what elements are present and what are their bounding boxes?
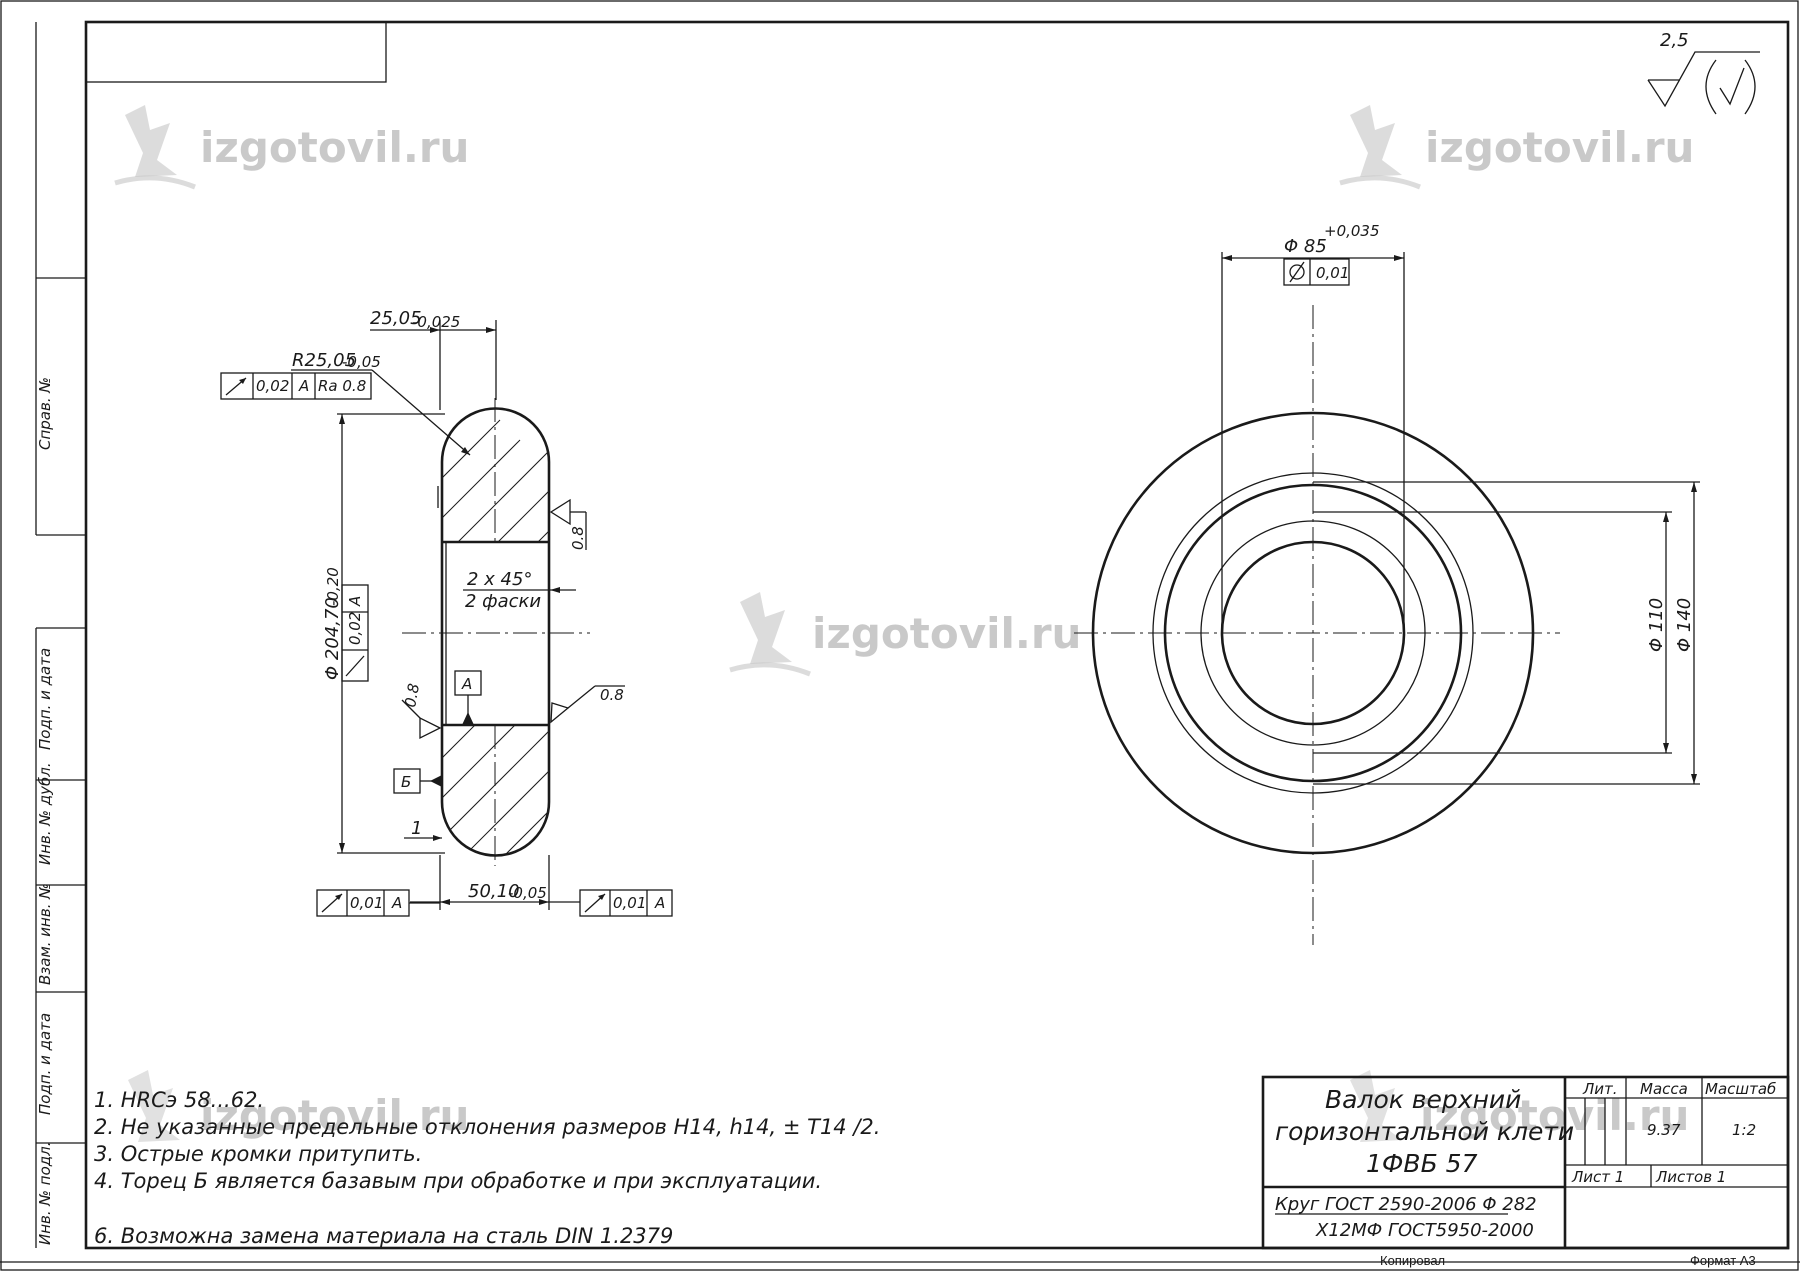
watermark-logo-icon — [114, 105, 196, 190]
watermark-text: izgotovil.ru — [812, 609, 1081, 658]
runout-bottom-left-value: 0,01 — [350, 894, 383, 912]
runout-frame-top: 0,02 A Ra 0.8 — [220, 372, 372, 400]
title-sheet-label: Лист 1 — [1571, 1168, 1624, 1186]
watermark-text: izgotovil.ru — [1425, 123, 1694, 172]
label-podp-data-2: Подп. и дата — [36, 1013, 54, 1115]
title-scale-label: Масштаб — [1705, 1080, 1776, 1098]
title-format: Формат А3 — [1690, 1253, 1756, 1268]
dim-bore-tol: +0,035 — [1324, 222, 1380, 240]
watermark-logo-icon — [1339, 105, 1421, 190]
runout-top-datum: A — [298, 377, 309, 395]
rough-left-value: 0.8 — [401, 682, 423, 709]
watermark-text: izgotovil.ru — [1420, 1091, 1689, 1140]
title-block: Валок верхний горизонтальной клети 1ФВБ … — [1261, 1075, 1790, 1268]
runout-top-ra: Ra 0.8 — [318, 377, 366, 395]
label-inv-podl: Инв. № подл. — [36, 1142, 54, 1245]
left-strip-labels: Справ. № Подп. и дата Инв. № дубл. Взам.… — [36, 377, 54, 1245]
chamfer-line1: 2 x 45° — [467, 569, 532, 590]
datum-b-marker: Б — [393, 768, 442, 794]
watermark-logo-icon — [128, 1070, 180, 1142]
dim-small: 1 — [411, 818, 422, 839]
technical-notes: 1. HRCэ 58...62. 2. Не указанные предель… — [94, 1088, 880, 1248]
watermark-group: izgotovil.ru izgotovil.ru izgotovil.ru i… — [114, 105, 1694, 1142]
runout-diameter-value: 0,02 — [346, 612, 364, 645]
roughness-value: 2,5 — [1660, 30, 1689, 51]
title-material-line1: Круг ГОСТ 2590-2006 Φ 282 — [1275, 1194, 1537, 1215]
label-inv-dubl: Инв. № дубл. — [36, 762, 54, 865]
dim-radius-tol: -0,05 — [342, 353, 381, 371]
dim-width-tol: -0,025 — [412, 313, 460, 331]
roughness-symbol-right-bottom: 0.8 — [550, 685, 625, 724]
watermark-logo-icon — [729, 592, 811, 677]
title-scale-value: 1:2 — [1732, 1121, 1756, 1139]
runout-bottom-right-value: 0,01 — [613, 894, 646, 912]
dim-width: 25,05 — [370, 308, 422, 329]
dim-radius: R25,05 — [292, 350, 356, 371]
runout-frame-bottom-right: 0,01 A — [579, 889, 673, 917]
dim-bottom: 50,10 — [468, 881, 520, 902]
runout-diameter-datum: A — [346, 596, 364, 607]
section-view: 25,05 -0,025 R25,05 -0,05 0,02 A Ra 0.8 … — [220, 308, 673, 917]
label-podp-data-1: Подп. и дата — [36, 648, 54, 750]
title-name-line1: Валок верхний — [1325, 1085, 1521, 1114]
rough-right-bottom-value: 0.8 — [600, 686, 624, 704]
watermark-logo-icon — [1350, 1070, 1402, 1142]
title-mass-value: 9.37 — [1647, 1121, 1681, 1139]
title-sheets-label: Листов 1 — [1655, 1168, 1726, 1186]
dim-bore: Φ 85 — [1284, 236, 1327, 257]
front-view: Φ 85 +0,035 0,01 Φ 110 Φ 140 — [1074, 222, 1700, 945]
cylindricity-frame: 0,01 — [1283, 258, 1350, 286]
watermark-text: izgotovil.ru — [200, 123, 469, 172]
runout-frame-diameter: 0,02 A — [341, 584, 369, 682]
note-4: 4. Торец Б является базавым при обработк… — [94, 1169, 822, 1193]
dim-140: Φ 140 — [1674, 598, 1695, 652]
watermark-text: izgotovil.ru — [200, 1091, 469, 1140]
title-name-line3: 1ФВБ 57 — [1366, 1149, 1478, 1178]
dim-diameter: Φ 204,70 — [322, 597, 343, 680]
roughness-symbol-left: 0.8 — [401, 682, 442, 740]
chamfer-line2: 2 фаски — [465, 591, 541, 612]
runout-bottom-left-datum: A — [391, 894, 402, 912]
note-1: 1. HRCэ 58...62. — [94, 1088, 264, 1112]
note-6: 6. Возможна замена материала на сталь DI… — [94, 1224, 673, 1248]
datum-a-marker: A — [454, 670, 482, 725]
note-2: 2. Не указанные предельные отклонения ра… — [94, 1115, 880, 1139]
label-sprav: Справ. № — [36, 377, 54, 450]
title-lit-label: Лит. — [1582, 1080, 1618, 1098]
cylindricity-value: 0,01 — [1316, 264, 1349, 282]
title-copied: Копировал — [1380, 1253, 1445, 1268]
title-name-line2: горизонтальной клети — [1275, 1117, 1574, 1146]
title-mass-label: Масса — [1640, 1080, 1688, 1098]
rough-right-top-value: 0.8 — [569, 526, 587, 550]
roughness-symbol-right-top: 0.8 — [549, 498, 587, 550]
datum-b-label: Б — [401, 773, 411, 791]
runout-frame-bottom-left: 0,01 A — [316, 889, 440, 917]
roughness-general-symbol: 2,5 — [1647, 30, 1760, 115]
runout-bottom-right-datum: A — [654, 894, 665, 912]
label-vzam-inv: Взам. инв. № — [36, 883, 54, 985]
dim-110: Φ 110 — [1646, 598, 1667, 652]
dim-diameter-tol: -0,20 — [324, 567, 342, 606]
datum-a-label: A — [461, 675, 472, 693]
runout-top-value: 0,02 — [256, 377, 289, 395]
title-material-line2: Х12МФ ГОСТ5950-2000 — [1315, 1220, 1534, 1241]
note-3: 3. Острые кромки притупить. — [94, 1142, 422, 1166]
dim-bottom-tol: -0,05 — [508, 884, 547, 902]
